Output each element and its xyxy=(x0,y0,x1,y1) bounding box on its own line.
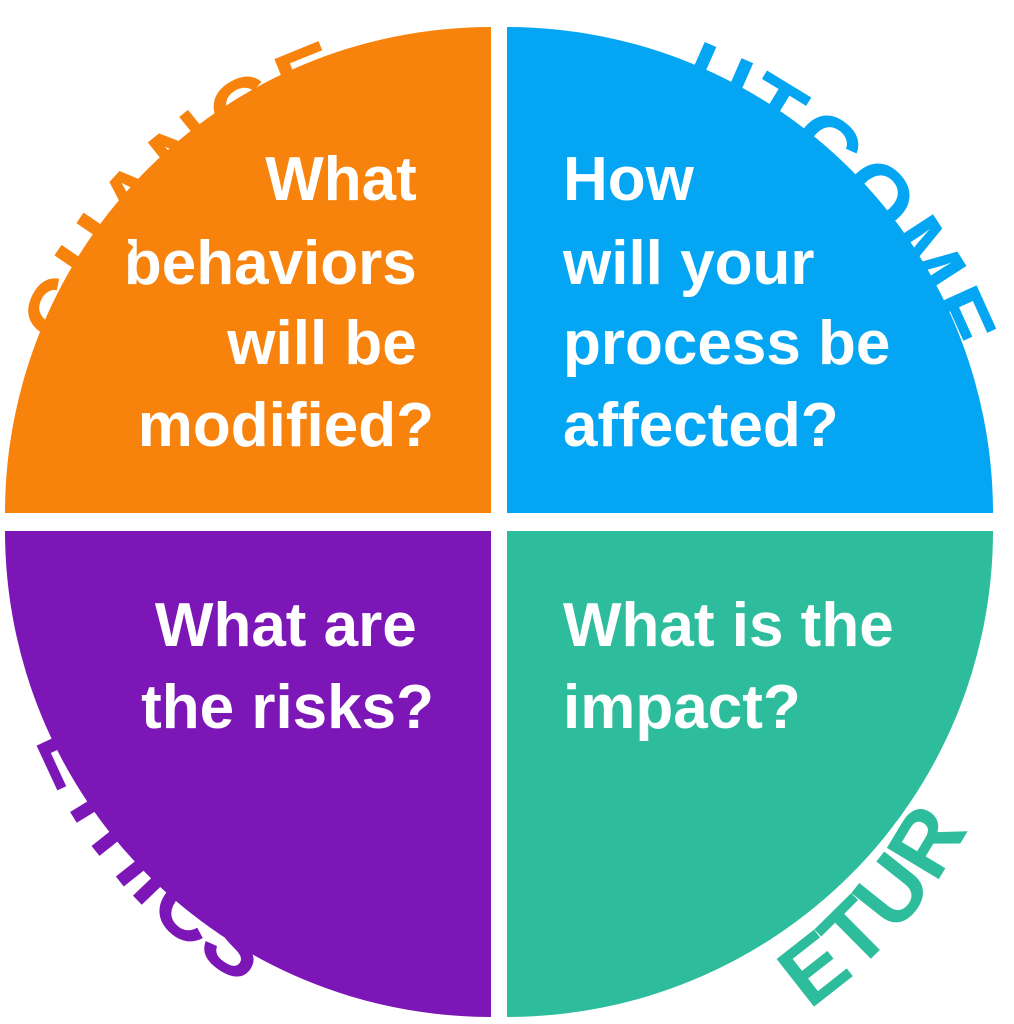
outcomes-question: How will your process be affected? xyxy=(562,145,908,460)
return-question-line: What is the xyxy=(563,591,894,660)
quadrant-change xyxy=(5,27,491,513)
outcomes-question-line: How xyxy=(563,145,695,214)
change-question: What behaviors will be modified? xyxy=(124,145,434,460)
ethics-question-line: the risks? xyxy=(141,673,434,742)
quadrant-outcomes xyxy=(507,27,993,513)
ethics-question: What are the risks? xyxy=(141,591,434,742)
change-question-line: What xyxy=(265,145,417,214)
outcomes-question-line: will your xyxy=(562,229,814,298)
quadrant-ethics xyxy=(5,531,491,1017)
change-question-line: will be xyxy=(226,309,416,378)
change-question-line: behaviors xyxy=(124,229,417,298)
return-question-line: impact? xyxy=(563,673,801,742)
outcomes-question-line: affected? xyxy=(563,391,839,460)
return-question: What is the impact? xyxy=(563,591,911,742)
ethics-question-line: What are xyxy=(155,591,417,660)
quadrant-return xyxy=(507,531,993,1017)
change-question-line: modified? xyxy=(138,391,434,460)
outcomes-question-line: process be xyxy=(563,309,890,378)
